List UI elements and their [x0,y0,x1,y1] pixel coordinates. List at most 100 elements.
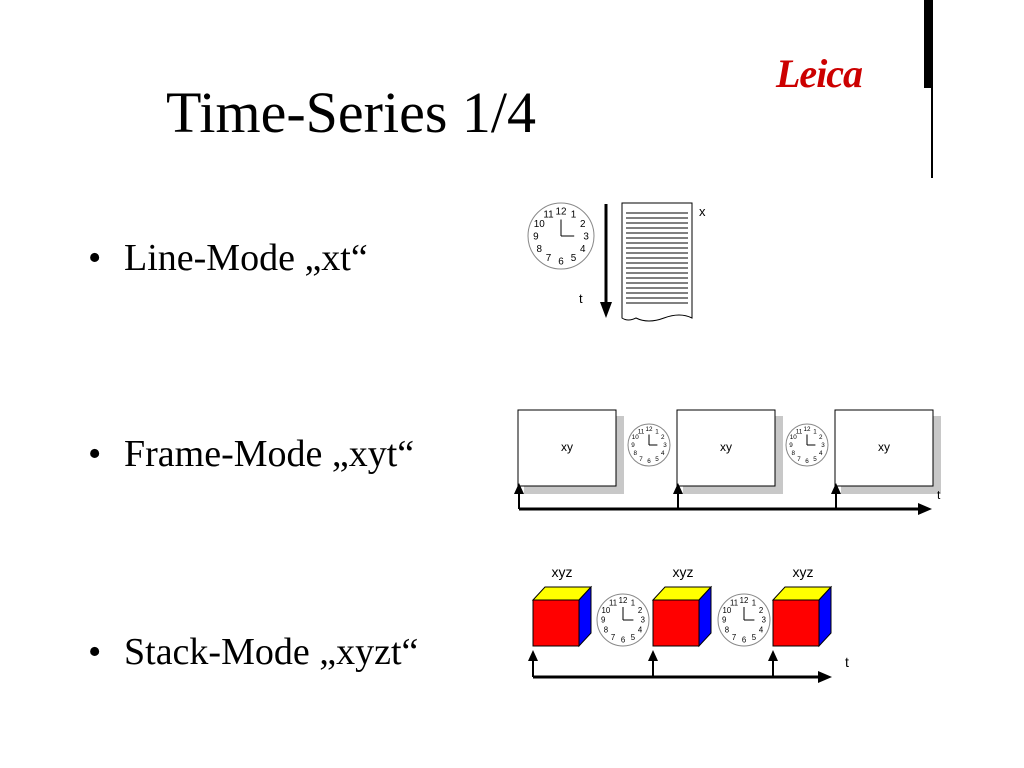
time-arrow-head [818,671,832,683]
clock-number: 6 [805,458,809,465]
clock-number: 4 [580,244,586,255]
clock-number: 1 [752,599,756,608]
frame-label: xy [878,440,890,454]
clock-number: 9 [722,616,726,625]
decorative-bar-thin [931,88,933,178]
frame-box [676,409,776,487]
frame-tick-head [673,483,683,494]
stack-label: xyz [552,564,573,580]
clock-number: 7 [611,633,615,642]
clock-number: 11 [543,210,554,221]
clock-number: 7 [639,456,643,463]
clock-number: 3 [762,616,766,625]
clock-number: 10 [723,606,732,615]
bullet-label: Frame-Mode „xyt“ [124,433,415,475]
clock-number: 1 [813,428,817,435]
bullet-label: Stack-Mode „xyzt“ [124,631,419,673]
time-arrow-head [918,503,932,515]
frame-tick-head [831,483,841,494]
clock-number: 7 [732,633,736,642]
clock-number: 10 [602,606,611,615]
time-axis-label: t [579,291,583,306]
clock-number: 10 [534,219,545,230]
clock-number: 5 [571,253,577,264]
clock-number: 1 [631,599,635,608]
scan-lines [626,212,688,304]
clock-number: 3 [821,442,825,449]
frame-tick-head [514,483,524,494]
stack-cube: xyz [651,564,713,648]
slide-title: Time-Series 1/4 [166,80,537,145]
clock-number: 2 [819,434,823,441]
frame-box [834,409,934,487]
bullet-line-mode: •Line-Mode „xt“ [88,236,368,280]
stack-label: xyz [673,564,694,580]
frame-box [517,409,617,487]
clock-number: 5 [813,456,817,463]
bullet-dot: • [88,433,102,475]
clock-number: 11 [730,599,738,608]
clock-number: 1 [571,210,577,221]
bullet-dot: • [88,631,102,673]
frame-xy: xy [676,409,783,494]
clock-number: 5 [655,456,659,463]
stack-tick-head [528,650,538,661]
time-axis-label: t [845,654,849,670]
clock-number: 4 [661,450,665,457]
clock-number: 8 [725,626,729,635]
frame-xy: xy [834,409,941,494]
clock-number: 9 [789,442,793,449]
frame-label: xy [561,440,573,454]
cube-front [652,599,700,647]
clock-number: 4 [819,450,823,457]
cube-front [772,599,820,647]
clock-number: 11 [609,599,617,608]
clock-number: 9 [533,232,539,243]
bullet-frame-mode: • Frame-Mode „xyt“ [88,432,414,476]
clock-number: 11 [638,428,645,435]
frame-label: xy [720,440,732,454]
frame-xy: xy [517,409,624,494]
bullet-stack-mode: • Stack-Mode „xyzt“ [88,630,418,674]
clock-number: 6 [647,458,651,465]
stack-label: xyz [793,564,814,580]
clock-number: 7 [546,253,552,264]
clock-number: 3 [663,442,667,449]
clock-number: 3 [641,616,645,625]
clock-number: 3 [583,232,589,243]
clock-number: 12 [740,596,749,605]
time-axis-label: t [937,488,941,502]
clock-number: 11 [796,428,803,435]
decorative-bar [924,0,933,88]
clock-number: 10 [632,434,640,441]
stack-tick-head [648,650,658,661]
clock-number: 12 [619,596,628,605]
clock-number: 6 [742,636,746,645]
cube-front [532,599,580,647]
clock-number: 2 [638,606,642,615]
clock-number: 12 [645,426,653,433]
leica-logo-text: Leica [776,51,863,96]
clock-number: 6 [621,636,625,645]
clock-number: 8 [633,450,637,457]
clock-number: 1 [655,428,659,435]
clock-number: 7 [797,456,801,463]
leica-logo: Leica [776,52,880,100]
clock-number: 2 [580,219,586,230]
clock-number: 2 [661,434,665,441]
time-arrow-head [600,302,612,318]
stack-tick-head [768,650,778,661]
clock-number: 8 [537,244,543,255]
clock-number: 9 [631,442,635,449]
clock-number: 12 [803,426,811,433]
clock-number: 2 [759,606,763,615]
clock-number: 10 [790,434,798,441]
clock-number: 8 [791,450,795,457]
clock-number: 6 [558,257,564,268]
